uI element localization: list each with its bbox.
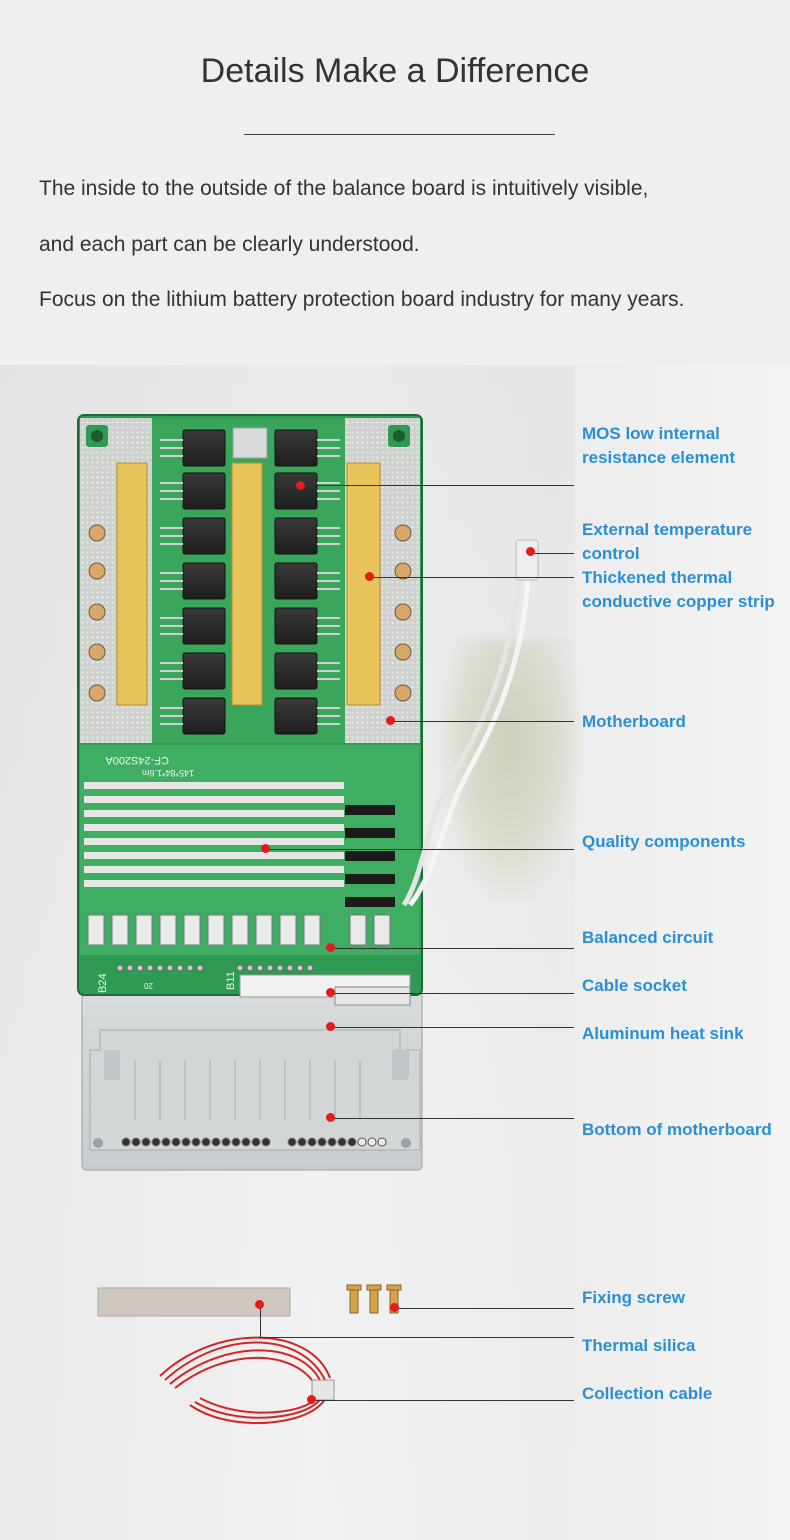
leader-socket [331, 993, 574, 994]
callout-mos-line-1: MOS low internal [582, 424, 720, 443]
silkscreen-b24: B24 [97, 973, 109, 993]
marker-dot [326, 1022, 335, 1031]
leader-balanced [331, 948, 574, 949]
callout-motherboard: Motherboard [582, 712, 686, 731]
leader-cable [312, 1400, 574, 1401]
marker-dot [390, 1303, 399, 1312]
aluminum-heat-sink [81, 984, 423, 1171]
callout-temperature-line-2: control [582, 544, 640, 563]
silkscreen-group: CF-24S200A 145*84*1.6m B24 B11 20 [97, 754, 237, 993]
fixing-screws [346, 1284, 402, 1314]
marker-dot [296, 481, 305, 490]
leader-bottom [331, 1118, 574, 1119]
callout-thermal-silica: Thermal silica [582, 1336, 696, 1355]
collection-cable [159, 1336, 331, 1424]
silkscreen-size: 145*84*1.6m [142, 768, 194, 778]
silkscreen-b11: B11 [225, 971, 237, 990]
leader-silica [260, 1337, 574, 1338]
callout-cable-socket: Cable socket [582, 976, 687, 995]
callout-mos-line-2: resistance element [582, 448, 736, 467]
leader-motherboard [392, 721, 574, 722]
marker-dot [326, 1113, 335, 1122]
silkscreen-model: CF-24S200A [105, 754, 169, 766]
callout-temperature: External temperature control [582, 518, 752, 566]
marker-dot [261, 844, 270, 853]
leader-heatsink [331, 1027, 574, 1028]
callout-collection-cable: Collection cable [582, 1384, 713, 1403]
leader-screw [395, 1308, 574, 1309]
description-line-2: and each part can be clearly understood. [39, 233, 420, 256]
leader-components [266, 849, 574, 850]
title-divider [244, 134, 555, 135]
marker-dot [255, 1300, 264, 1309]
marker-dot [307, 1395, 316, 1404]
callout-bottom: Bottom of motherboard [582, 1120, 772, 1139]
callout-copper-line-1: Thickened thermal [582, 568, 733, 587]
header-section: Details Make a Difference The inside to … [0, 0, 790, 365]
leader-temperature [530, 553, 574, 554]
silkscreen-20: 20 [144, 981, 153, 990]
description-line-1: The inside to the outside of the balance… [39, 177, 649, 200]
callout-mos: MOS low internal resistance element [582, 422, 735, 470]
leader-copper [370, 577, 574, 578]
callout-copper-line-2: conductive copper strip [582, 592, 775, 611]
callout-balanced-circuit: Balanced circuit [582, 928, 714, 947]
callout-copper-strip: Thickened thermal conductive copper stri… [582, 566, 775, 614]
callout-components: Quality components [582, 832, 746, 851]
marker-dot [365, 572, 374, 581]
temperature-sensor-cable [401, 539, 539, 907]
marker-dot [326, 943, 335, 952]
marker-dot [326, 988, 335, 997]
pcb-board [77, 414, 423, 1006]
callout-fixing-screw: Fixing screw [582, 1288, 685, 1307]
marker-dot [526, 547, 535, 556]
leader-mos [305, 485, 574, 486]
callout-heat-sink: Aluminum heat sink [582, 1024, 744, 1043]
page-title: Details Make a Difference [200, 52, 590, 90]
description-line-3: Focus on the lithium battery protection … [39, 288, 685, 311]
leader-silica-vertical [260, 1305, 261, 1337]
marker-dot [386, 716, 395, 725]
callout-temperature-line-1: External temperature [582, 520, 753, 539]
